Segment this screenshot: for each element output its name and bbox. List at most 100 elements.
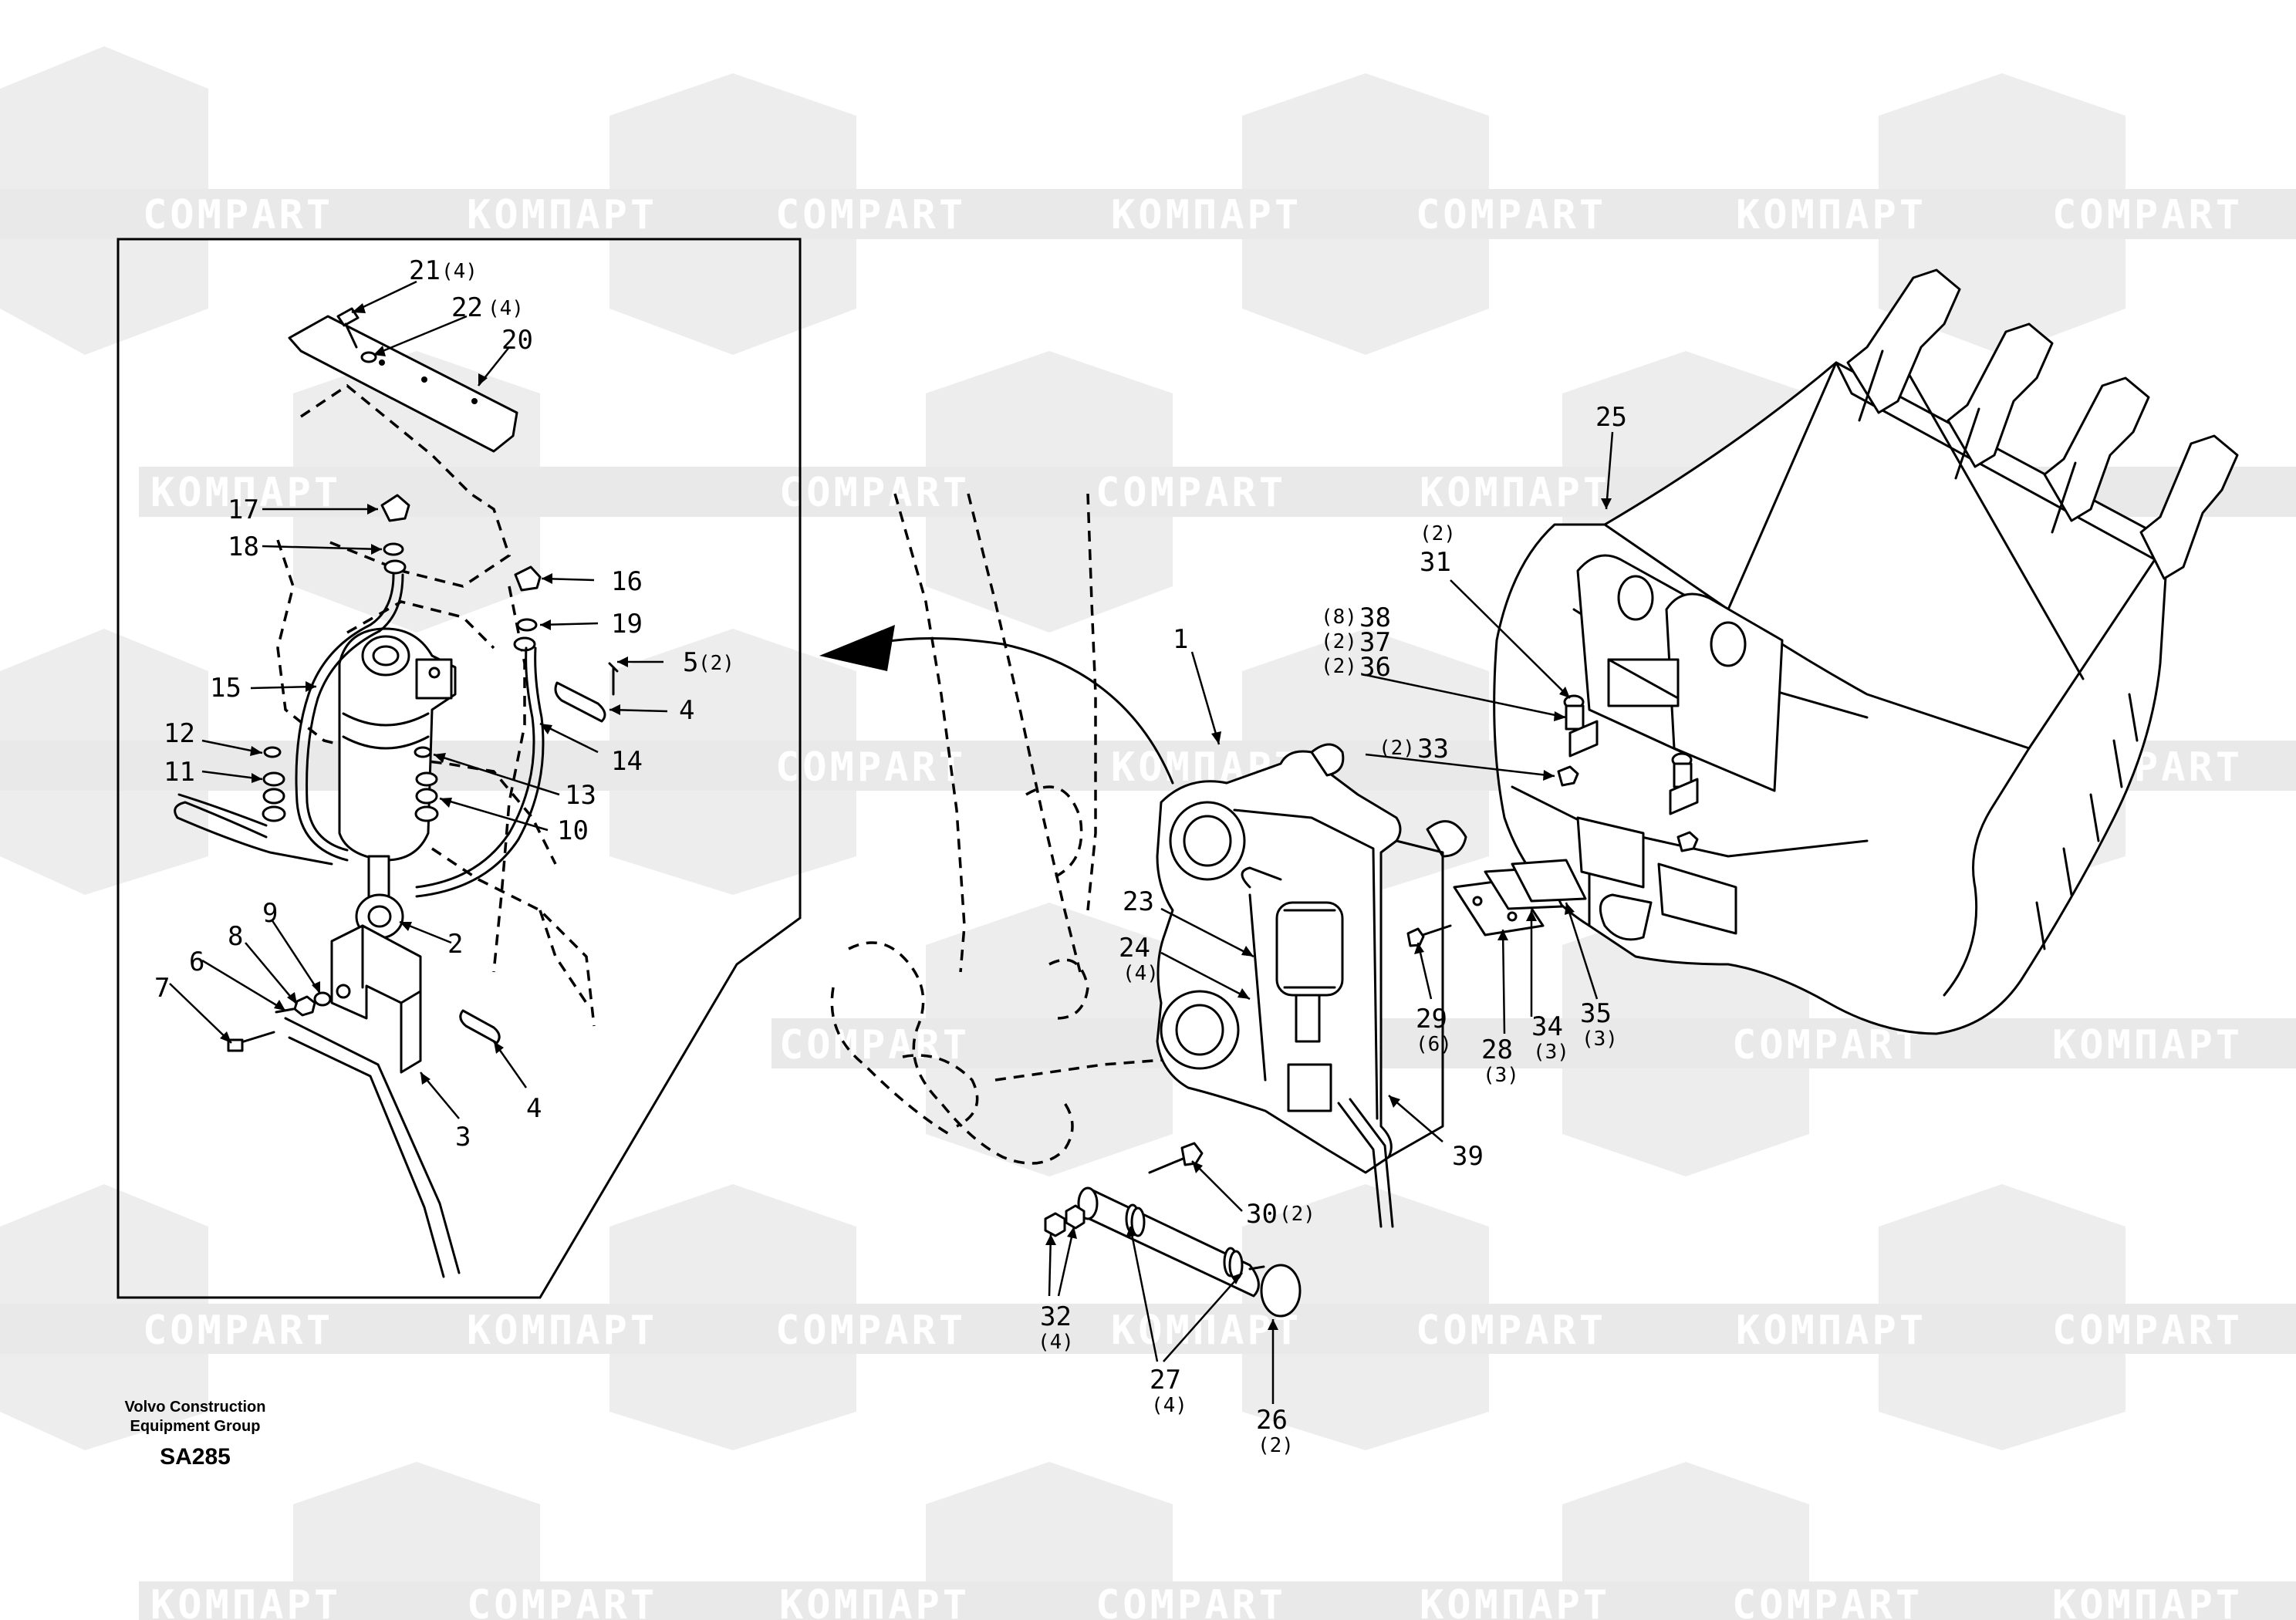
washer-9 [313,991,332,1007]
callout-5-qty: (2) [698,652,734,675]
callout-37-qty: (2) [1321,630,1357,653]
pin-26-head [1260,1264,1302,1318]
callout-26-qty: (2) [1258,1434,1294,1457]
watermark-text: COMPART [1416,192,1606,238]
watermark-text: COMPART [467,1582,657,1620]
watermark-text: COMPART [775,192,966,238]
callout-31-qty: (2) [1420,522,1456,545]
callout-29-qty: (6) [1416,1033,1452,1056]
callout-13: 13 [565,780,596,811]
callout-36: 36 [1359,652,1391,683]
watermark-text: КОМПАРТ [2052,1582,2243,1620]
callout-25: 25 [1595,402,1627,433]
callout-4-lower: 4 [526,1093,542,1124]
watermark-text: COMPART [2052,192,2243,238]
detail-inset-frame [116,238,802,1299]
callout-38: 38 [1359,602,1391,633]
callout-28-qty: (3) [1483,1064,1519,1087]
callout-24-qty: (4) [1123,962,1159,985]
drawing-code: SA285 [160,1444,231,1470]
callout-1: 1 [1173,624,1188,655]
fitting-13 [414,746,432,758]
bracket-3 [330,924,422,1074]
washer-22 [360,351,377,363]
direction-arrow [870,637,1174,785]
callout-26: 26 [1256,1405,1288,1436]
callout-32: 32 [1040,1301,1072,1332]
wear-plate-35 [1511,859,1587,903]
pin-assembly [1044,1142,1302,1318]
callout-16: 16 [611,566,643,597]
watermark-text: КОМПАРТ [1420,1582,1610,1620]
callout-29: 29 [1416,1004,1447,1034]
watermark-text: COMPART [143,1308,333,1354]
pin-26 [1081,1186,1260,1298]
watermark-text: COMPART [775,1308,966,1354]
pin-4-upper [554,681,606,723]
callout-14: 14 [611,746,643,777]
company-line-1: Volvo Construction [125,1399,266,1416]
callout-6: 6 [189,947,204,977]
watermark-text: КОМПАРТ [1420,470,1610,516]
watermark-text: COMPART [1732,1582,1923,1620]
callout-28: 28 [1481,1034,1513,1065]
callout-12: 12 [164,718,195,749]
watermark-text: КОМПАРТ [2052,1022,2243,1068]
callout-27-qty: (4) [1151,1394,1187,1417]
callout-38-qty: (8) [1321,606,1357,629]
callout-21-qty: (4) [441,260,478,283]
leader-lines [169,280,1614,1404]
watermark-text: COMPART [143,192,333,238]
watermark-text: КОМПАРТ [467,192,657,238]
handle-39 [1337,1102,1383,1228]
callout-labels: 21 (4) 22 (4) 20 17 18 16 19 15 5 (2) 4 … [154,255,1627,1457]
watermark-text: COMPART [775,744,966,791]
callout-22-qty: (4) [488,297,524,320]
callout-19: 19 [611,609,643,640]
nut-32 [1044,1212,1066,1237]
callout-39: 39 [1452,1141,1484,1172]
watermark-text: COMPART [1416,1308,1606,1354]
seal-18 [383,542,404,556]
inset-cylinder-assembly [174,307,619,1278]
watermark-text: COMPART [1096,1582,1286,1620]
company-line-2: Equipment Group [130,1418,261,1435]
watermark-text: COMPART [779,470,970,516]
nut-8 [293,995,316,1017]
plug-16 [514,565,542,592]
bucket-tooth [1846,268,1961,414]
callout-22: 22 [451,292,483,323]
leader-arrowheads [220,303,1612,1330]
callout-8: 8 [228,921,243,952]
hose-15 [295,573,395,862]
callout-15: 15 [210,673,241,704]
callout-32-qty: (4) [1038,1331,1074,1354]
callout-24: 24 [1119,933,1150,964]
watermark-text: КОМПАРТ [1111,192,1302,238]
watermark-text: КОМПАРТ [150,1582,341,1620]
callout-21: 21 [409,255,441,286]
callout-5: 5 [683,647,698,678]
watermark-text: COMPART [779,1022,970,1068]
footer-block: Volvo Construction Equipment Group SA285 [125,1399,266,1470]
callout-10: 10 [557,815,589,846]
callout-2: 2 [447,929,463,960]
watermark-text: COMPART [2052,1308,2243,1354]
bolt-5 [608,662,619,696]
callout-34: 34 [1531,1011,1563,1042]
callout-4-upper: 4 [679,695,694,726]
callout-30-qty: (2) [1279,1203,1315,1226]
callout-7: 7 [154,973,170,1004]
bucket-assembly [1493,268,2239,1035]
callout-9: 9 [262,898,278,929]
bolt-30 [1148,1156,1188,1174]
callout-37: 37 [1359,627,1391,658]
plate-hole [421,376,427,383]
wear-plate-assembly [1406,859,1587,947]
callout-36-qty: (2) [1321,655,1357,678]
callout-35-qty: (3) [1582,1028,1618,1051]
callout-33: 33 [1417,734,1449,764]
watermark-text: КОМПАРТ [1736,192,1926,238]
fitting-10 [415,771,438,787]
